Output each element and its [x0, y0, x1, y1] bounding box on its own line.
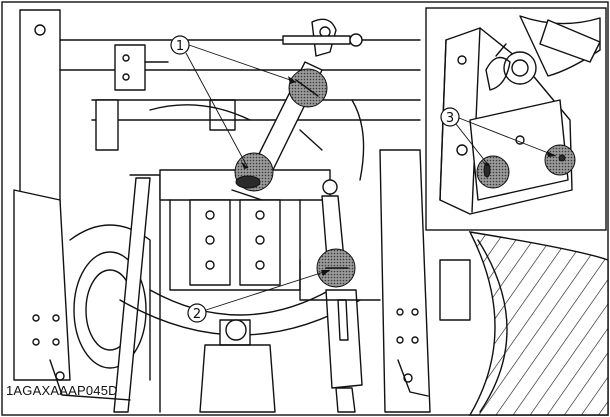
rear-tire: [468, 231, 609, 416]
callout-2: 2: [187, 269, 331, 323]
left-frame-parts: [13, 9, 421, 413]
figure-code: 1AGAXAAAP045D: [6, 383, 118, 398]
callout-2-label: 2: [193, 307, 201, 322]
top-link: [231, 18, 363, 201]
callout-3-label: 3: [446, 111, 454, 126]
right-frame-parts: [351, 99, 609, 416]
callout-1: 1: [170, 35, 297, 169]
lift-rod: [299, 179, 381, 413]
callout-1-label: 1: [176, 39, 184, 54]
callout-3: 3: [440, 107, 557, 167]
